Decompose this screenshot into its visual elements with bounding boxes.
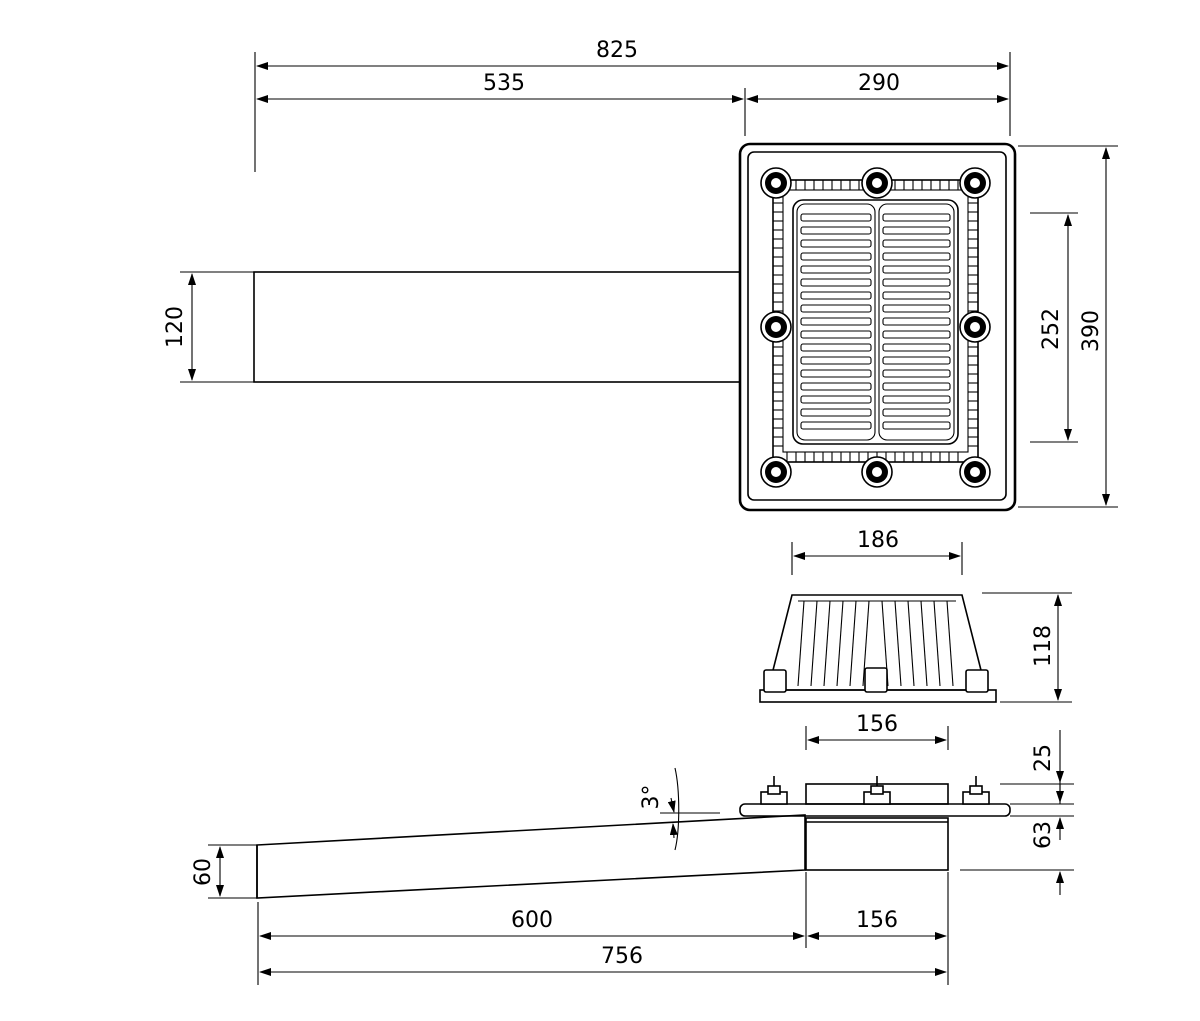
cap-foot-right	[965, 669, 989, 693]
grate-slots	[800, 213, 951, 430]
dim-label-290: 290	[858, 71, 900, 96]
top-view: 825 535 290 120 252	[163, 38, 1118, 512]
bolt-icon	[760, 311, 792, 343]
bolt-icon	[760, 456, 792, 488]
bolt-icon	[760, 776, 788, 805]
drain-body	[805, 817, 949, 871]
dim-label-3deg: 3°	[639, 785, 664, 810]
bolt-icon	[861, 167, 893, 199]
dim-label-60: 60	[191, 858, 216, 886]
bolt-icon	[959, 311, 991, 343]
dim-label-535: 535	[483, 71, 525, 96]
dim-label-118: 118	[1031, 625, 1056, 667]
dim-label-25: 25	[1031, 744, 1056, 772]
bolt-icon	[962, 776, 990, 805]
dim-label-756: 756	[601, 944, 643, 969]
pipe-top-view	[253, 271, 741, 383]
cap-ribs	[797, 600, 954, 687]
bolt-icons	[760, 167, 991, 488]
sloped-pipe	[256, 814, 806, 899]
dim-label-825: 825	[596, 38, 638, 63]
bolt-icon	[959, 167, 991, 199]
bolt-icon	[959, 456, 991, 488]
drain-box-inner	[747, 151, 1007, 501]
cap-foot-left	[763, 669, 787, 693]
bolt-icon	[760, 167, 792, 199]
dim-label-156-top: 156	[856, 712, 898, 737]
dim-label-252: 252	[1039, 308, 1064, 350]
cap-foot-mid	[864, 667, 888, 693]
side-view: 3° 25 63 60 600 156 756	[191, 730, 1074, 985]
grate-frame	[792, 199, 959, 445]
bolt-icon	[861, 456, 893, 488]
dim-label-120: 120	[163, 306, 188, 348]
dim-label-186: 186	[857, 528, 899, 553]
flange	[739, 803, 1011, 817]
cap-side-view: 186 118 156	[759, 528, 1072, 750]
dim-label-390: 390	[1079, 310, 1104, 352]
bolt-icon	[863, 776, 891, 805]
drain-box-outer	[738, 142, 1017, 512]
dim-label-600: 600	[511, 908, 553, 933]
dim-label-156-bottom: 156	[856, 908, 898, 933]
dim-label-63: 63	[1031, 821, 1056, 849]
